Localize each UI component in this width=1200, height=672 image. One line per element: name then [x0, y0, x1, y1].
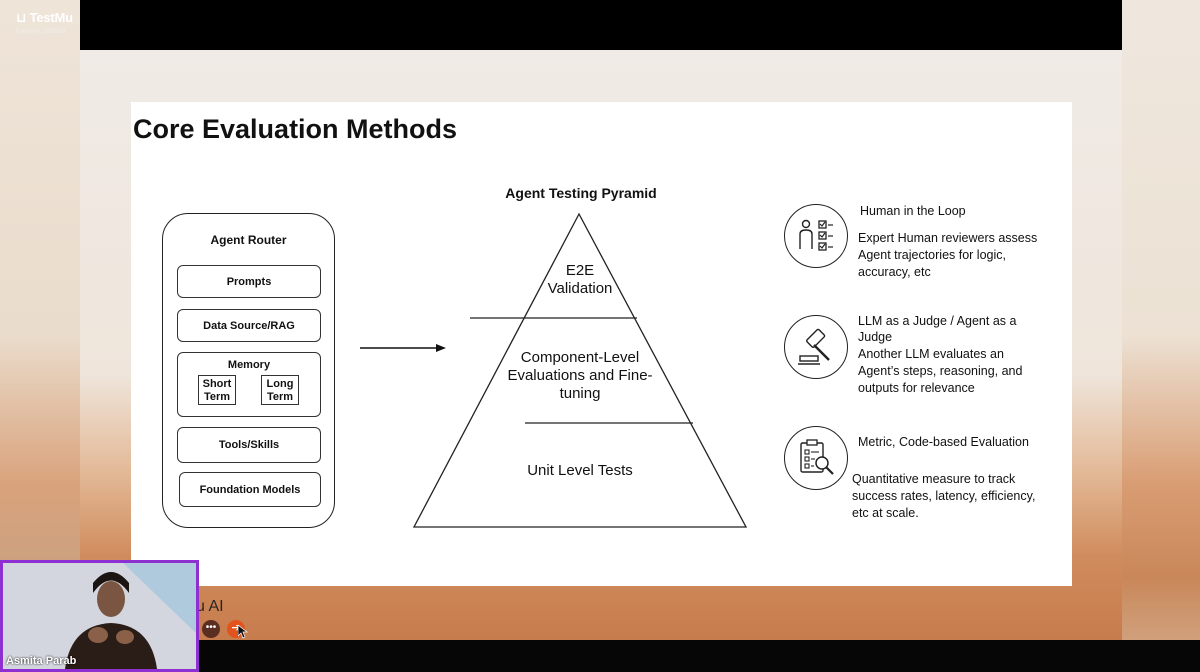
- presenter-name-label: Asmita Parab: [6, 655, 77, 667]
- brand-formerly: Formerly: [16, 29, 40, 35]
- router-item-data-source: Data Source/RAG: [177, 309, 321, 342]
- slide-title: Core Evaluation Methods: [133, 114, 458, 144]
- presenter-video-icon: [3, 563, 196, 669]
- more-options-button[interactable]: •••: [202, 620, 220, 638]
- brand-logo: ⊔ TestMu Formerly LAMBDA: [16, 10, 80, 44]
- presenter-webcam-tile[interactable]: Asmita Parab: [0, 560, 199, 672]
- arrow-right-icon: [360, 344, 446, 352]
- method-desc-llm-judge: Another LLM evaluates an Agent’s steps, …: [858, 347, 1023, 395]
- human-checklist-icon: [784, 204, 848, 268]
- brand-mark-icon: ⊔: [16, 10, 27, 25]
- agent-router-title: Agent Router: [210, 233, 287, 247]
- brand-former-name: LAMBDA: [41, 29, 67, 35]
- testing-pyramid: [412, 212, 748, 528]
- pyramid-tier-component: Component-Level Evaluations and Fine-tun…: [507, 349, 653, 402]
- mouse-cursor-icon: [238, 625, 248, 639]
- method-desc-metric-eval: Quantitative measure to track success ra…: [852, 472, 1036, 520]
- method-title-human-in-loop: Human in the Loop: [860, 204, 966, 218]
- method-title-llm-judge: LLM as a Judge / Agent as a Judge: [858, 314, 1017, 344]
- meeting-bottom-bar: [0, 640, 1200, 672]
- gavel-icon: [784, 315, 848, 379]
- pyramid-tier-e2e: E2E Validation: [547, 262, 613, 297]
- router-item-tools: Tools/Skills: [177, 427, 321, 463]
- report-magnifier-icon: [784, 426, 848, 490]
- pyramid-tier-unit: Unit Level Tests: [527, 462, 633, 479]
- presenter-brand-text: u AI: [196, 598, 224, 615]
- method-desc-human-in-loop: Expert Human reviewers assess Agent traj…: [858, 231, 1038, 279]
- presentation-slide: Core Evaluation Methods Agent Router Pro…: [131, 102, 1072, 586]
- router-item-prompts: Prompts: [177, 265, 321, 298]
- method-title-metric-eval: Metric, Code-based Evaluation: [858, 435, 1029, 449]
- agent-router-box: Agent Router Prompts Data Source/RAG Mem…: [162, 213, 335, 528]
- router-item-memory: Memory Short Term Long Term: [177, 352, 321, 417]
- memory-short-term: Short Term: [198, 375, 236, 405]
- brand-name: TestMu: [29, 10, 74, 25]
- memory-long-term: Long Term: [261, 375, 299, 405]
- background-right: [1122, 0, 1200, 672]
- memory-label: Memory: [227, 359, 271, 371]
- pyramid-title: Agent Testing Pyramid: [505, 185, 657, 201]
- router-item-foundation-models: Foundation Models: [179, 472, 321, 507]
